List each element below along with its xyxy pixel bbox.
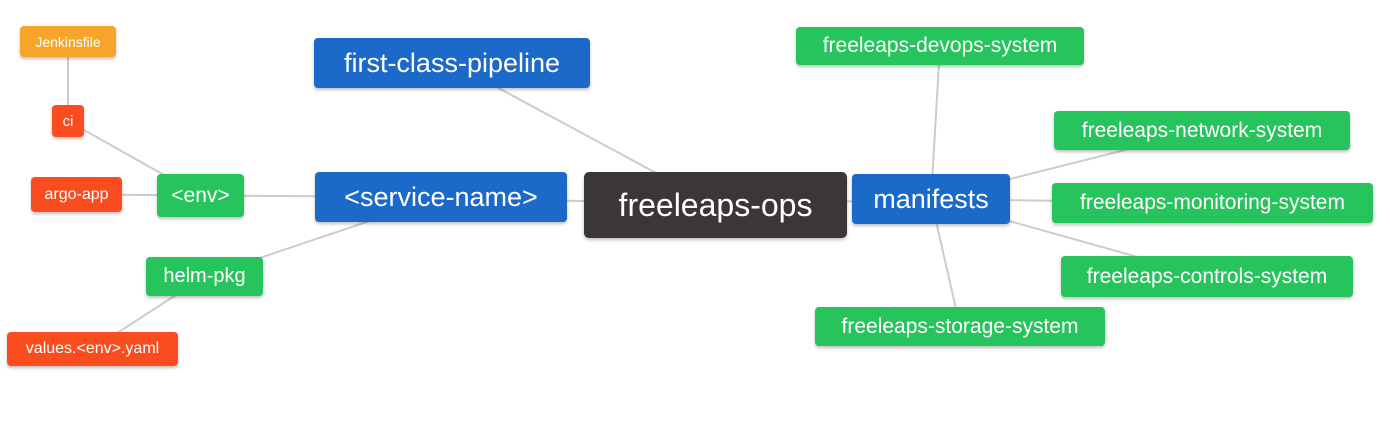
- node-jenkinsfile[interactable]: Jenkinsfile: [20, 26, 116, 57]
- node-ops[interactable]: freeleaps-ops: [584, 172, 847, 238]
- node-argo-app[interactable]: argo-app: [31, 177, 122, 212]
- node-ci[interactable]: ci: [52, 105, 84, 137]
- node-monitoring[interactable]: freeleaps-monitoring-system: [1052, 183, 1373, 223]
- node-controls[interactable]: freeleaps-controls-system: [1061, 256, 1353, 297]
- node-devops[interactable]: freeleaps-devops-system: [796, 27, 1084, 65]
- node-service[interactable]: <service-name>: [315, 172, 567, 222]
- node-env[interactable]: <env>: [157, 174, 244, 217]
- node-values-yaml[interactable]: values.<env>.yaml: [7, 332, 178, 366]
- node-manifests[interactable]: manifests: [852, 174, 1010, 224]
- edge-manifests-devops: [930, 45, 941, 200]
- node-storage[interactable]: freeleaps-storage-system: [815, 307, 1105, 346]
- node-pipeline[interactable]: first-class-pipeline: [314, 38, 590, 88]
- node-helm-pkg[interactable]: helm-pkg: [146, 257, 263, 296]
- node-network[interactable]: freeleaps-network-system: [1054, 111, 1350, 150]
